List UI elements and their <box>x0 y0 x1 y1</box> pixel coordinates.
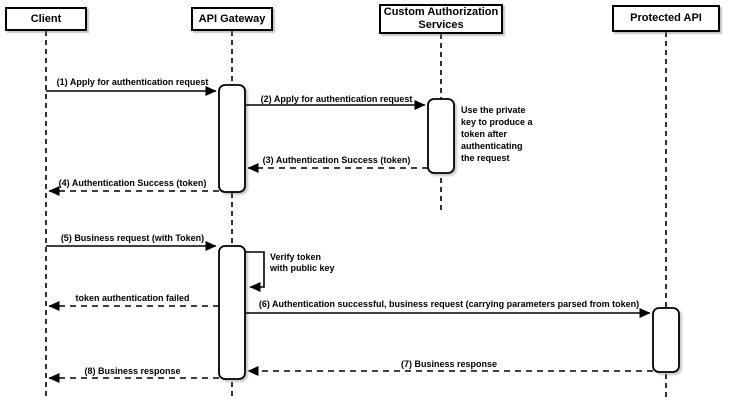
self-loop-verify-token-arrow <box>245 251 265 292</box>
actor-protected-api-label: Protected API <box>630 12 702 24</box>
actor-api-gateway: API Gateway <box>191 7 273 31</box>
lifelines <box>45 31 667 398</box>
actor-client: Client <box>5 7 87 31</box>
self-loop-verify-token-label: Verify token with public key <box>270 252 335 273</box>
message-arrows <box>46 86 653 383</box>
actor-protected-api: Protected API <box>612 5 720 32</box>
message-token-failed-label: token authentication failed <box>75 293 190 303</box>
actor-client-label: Client <box>30 12 62 25</box>
activation-bars <box>218 84 680 380</box>
message-7-label: (7) Business response <box>400 359 498 369</box>
actor-custom-authorization-services: Custom Authorization Services <box>379 4 503 34</box>
message-4-label: (4) Authentication Success (token) <box>58 178 207 188</box>
actor-api-gateway-label: API Gateway <box>198 12 266 25</box>
message-3-label: (3) Authentication Success (token) <box>262 155 411 165</box>
activation-api-gateway-2 <box>218 245 246 380</box>
activation-protected-api <box>652 307 680 373</box>
message-2-label: (2) Apply for authentication request <box>260 94 413 104</box>
note-private-key: Use the private key to produce a token a… <box>461 105 533 163</box>
message-5-label: (5) Business request (with Token) <box>60 233 205 243</box>
message-1-label: (1) Apply for authentication request <box>56 77 209 87</box>
message-6-label: (6) Authentication successful, business … <box>258 299 640 309</box>
activation-custom-authorization-services <box>427 98 455 174</box>
actor-custom-authorization-services-label: Custom Authorization Services <box>383 6 499 31</box>
message-8-label: (8) Business response <box>84 366 181 376</box>
activation-api-gateway-1 <box>218 84 246 193</box>
